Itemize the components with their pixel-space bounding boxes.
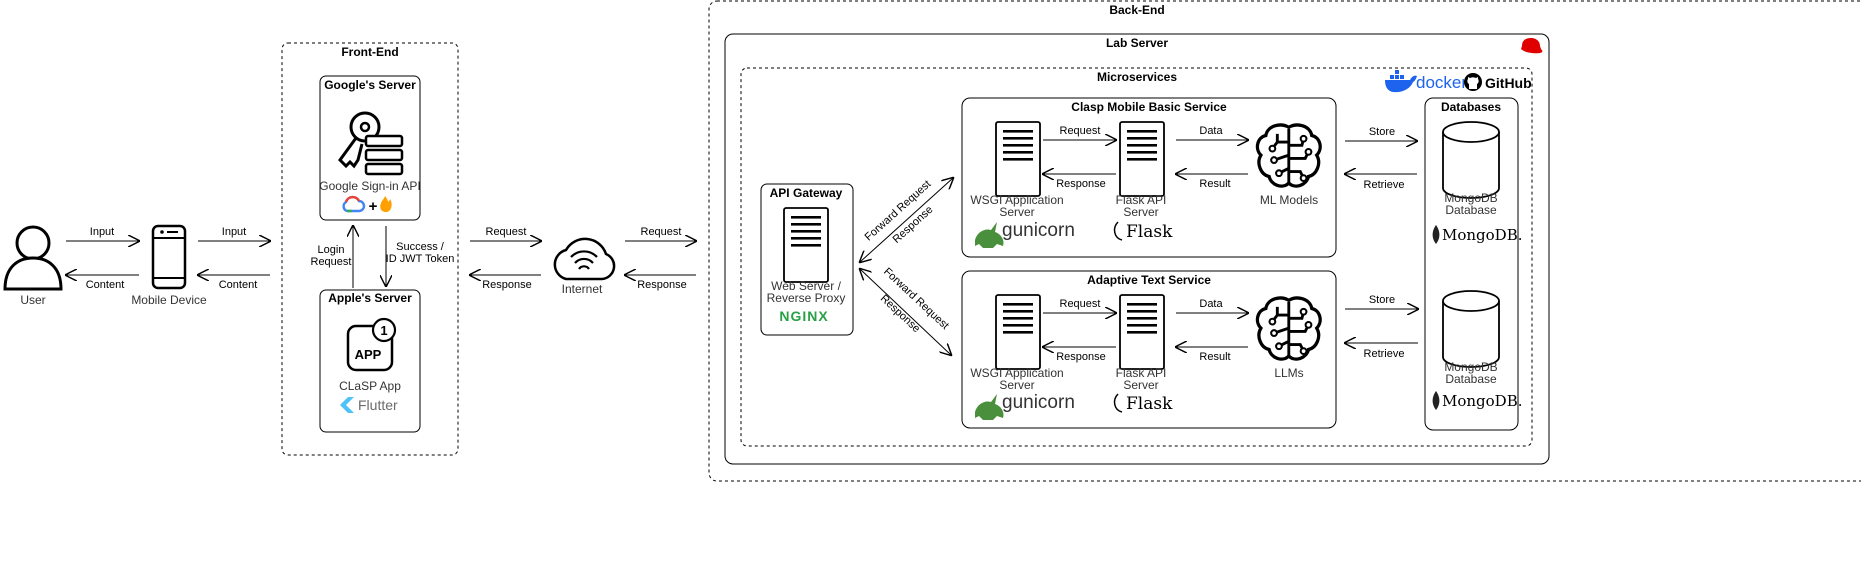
wsgi-server-icon xyxy=(995,294,1041,370)
edge-label-request-3: Request xyxy=(1060,125,1101,137)
api-gateway-title: API Gateway xyxy=(770,186,843,200)
mongodb-logo-1: MongoDB. xyxy=(1442,226,1523,244)
google-server-box xyxy=(319,75,421,221)
lab-server-title: Lab Server xyxy=(1106,36,1168,50)
adaptive-wsgi-label-1: WSGI Application xyxy=(970,366,1063,380)
db1-label-2: Database xyxy=(1445,203,1497,217)
mobile-phone-icon xyxy=(151,224,187,290)
adaptive-service-title: Adaptive Text Service xyxy=(1087,273,1211,287)
adaptive-flask-label-1: Flask API xyxy=(1116,366,1167,380)
clasp-gunicorn-label: gunicorn xyxy=(1002,220,1075,241)
edge-label-response-2: Response xyxy=(637,279,687,291)
google-server-title: Google's Server xyxy=(324,78,416,92)
clasp-app-label: CLaSP App xyxy=(339,379,401,393)
edge-label-response-5: Response xyxy=(1056,178,1106,190)
user-label: User xyxy=(20,293,45,307)
adaptive-gunicorn-label: gunicorn xyxy=(1002,392,1075,413)
cloud-wifi-icon xyxy=(553,237,616,281)
firebase-icon xyxy=(380,196,392,212)
edge-label-store-2: Store xyxy=(1369,294,1395,306)
key-server-icon xyxy=(338,111,404,176)
backend-title: Back-End xyxy=(1109,3,1164,17)
clasp-flask-logo: Flask xyxy=(1126,222,1173,242)
edge-label-login-1: Login xyxy=(318,244,345,256)
edge-label-input-2: Input xyxy=(222,226,246,238)
docker-label: docker xyxy=(1416,73,1467,92)
frontend-title: Front-End xyxy=(341,45,398,59)
flutter-icon xyxy=(340,397,354,413)
edge-label-content-2: Content xyxy=(219,279,258,291)
edge-label-result-1: Result xyxy=(1199,178,1230,190)
adaptive-flask-label-2: Server xyxy=(1123,378,1158,392)
user-icon xyxy=(3,225,63,291)
google-cloud-icon xyxy=(342,195,366,213)
edge-label-input-1: Input xyxy=(90,226,114,238)
github-icon xyxy=(1464,73,1482,91)
plus-icon: + xyxy=(369,198,378,215)
nginx-logo: NGINX xyxy=(779,308,828,324)
edge-label-retrieve-2: Retrieve xyxy=(1364,348,1405,360)
llms-label: LLMs xyxy=(1274,366,1303,380)
edge-label-content-1: Content xyxy=(86,279,125,291)
adaptive-wsgi-label-2: Server xyxy=(999,378,1034,392)
microservices-title: Microservices xyxy=(1097,70,1177,84)
clasp-flask-label-1: Flask API xyxy=(1116,193,1167,207)
edge-gateway-adaptive xyxy=(860,269,951,355)
mongodb-leaf-icon xyxy=(1432,391,1440,410)
flask-server-icon xyxy=(1119,294,1165,370)
brain-circuit-icon xyxy=(1255,296,1322,361)
ml-models-label: ML Models xyxy=(1260,193,1318,207)
edge-label-request-1: Request xyxy=(486,226,527,238)
mobile-device-label: Mobile Device xyxy=(131,293,207,307)
edge-label-result-2: Result xyxy=(1199,351,1230,363)
mongodb-logo-2: MongoDB. xyxy=(1442,392,1523,410)
database-cylinder-icon xyxy=(1442,121,1500,199)
edge-label-store-1: Store xyxy=(1369,126,1395,138)
google-signin-api-label: Google Sign-in API xyxy=(319,179,420,193)
mongodb-leaf-icon xyxy=(1432,225,1440,244)
database-cylinder-icon xyxy=(1442,290,1500,368)
clasp-flask-label-2: Server xyxy=(1123,205,1158,219)
edge-label-request-4: Request xyxy=(1060,298,1101,310)
flutter-label: Flutter xyxy=(358,397,398,413)
flask-server-icon xyxy=(1119,121,1165,197)
db1-label-1: MongoDB xyxy=(1444,191,1497,205)
app-icon xyxy=(346,317,397,372)
edge-label-retrieve-1: Retrieve xyxy=(1364,179,1405,191)
edge-label-success-1: Success / xyxy=(396,241,445,253)
edge-gateway-clasp xyxy=(860,178,953,262)
edge-label-login-2: Request xyxy=(311,256,352,268)
databases-title: Databases xyxy=(1441,100,1501,114)
clasp-wsgi-label-1: WSGI Application xyxy=(970,193,1063,207)
internet-label: Internet xyxy=(562,282,603,296)
adaptive-flask-logo: Flask xyxy=(1126,394,1173,414)
brain-circuit-icon xyxy=(1255,123,1322,188)
clasp-wsgi-label-2: Server xyxy=(999,205,1034,219)
edge-label-response-1: Response xyxy=(482,279,532,291)
app-badge: 1 xyxy=(380,323,387,338)
db2-label-2: Database xyxy=(1445,372,1497,386)
edge-label-data-1: Data xyxy=(1199,125,1223,137)
apple-server-title: Apple's Server xyxy=(328,291,412,305)
edge-label-request-2: Request xyxy=(641,226,682,238)
flask-horn-icon xyxy=(1113,221,1123,241)
flask-horn-icon xyxy=(1113,393,1123,413)
redhat-icon xyxy=(1521,38,1543,54)
clasp-service-title: Clasp Mobile Basic Service xyxy=(1071,100,1227,114)
db2-label-1: MongoDB xyxy=(1444,360,1497,374)
gateway-line-1: Web Server / xyxy=(771,279,841,293)
edge-label-success-2: ID JWT Token xyxy=(386,253,455,265)
frontend-container xyxy=(281,42,459,456)
wsgi-server-icon xyxy=(995,121,1041,197)
github-label: GitHub xyxy=(1485,75,1532,91)
server-icon xyxy=(783,207,829,283)
edge-label-response-6: Response xyxy=(1056,351,1106,363)
gateway-line-2: Reverse Proxy xyxy=(767,291,846,305)
docker-icon xyxy=(1385,70,1417,93)
app-icon-text: APP xyxy=(355,347,382,362)
edge-label-data-2: Data xyxy=(1199,298,1223,310)
